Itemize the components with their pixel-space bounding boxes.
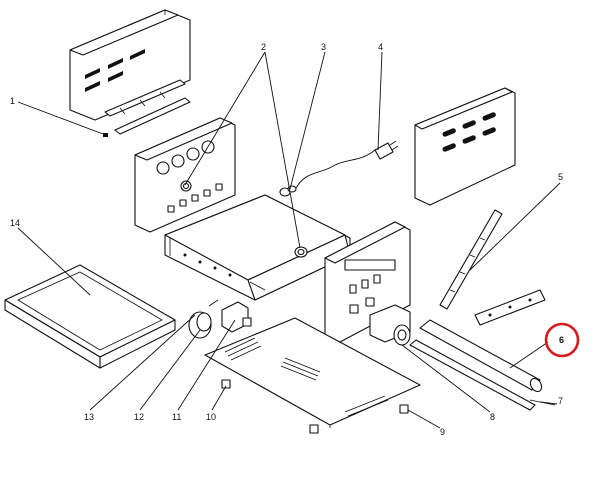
screw [103, 133, 108, 137]
cord-connector [279, 185, 297, 197]
callout-8: 8 [490, 412, 495, 422]
rail-strips [104, 79, 191, 135]
callout-11: 11 [172, 412, 181, 422]
tube-assembly [409, 319, 556, 411]
callout-14: 14 [10, 218, 20, 228]
callout-1: 1 [10, 96, 15, 106]
base-plate [204, 317, 421, 428]
vent-slots [224, 337, 389, 417]
fan-motor [369, 304, 411, 346]
callout-7: 7 [558, 396, 563, 406]
leader-lines [17, 51, 561, 429]
callout-3: 3 [321, 42, 326, 52]
callout-10: 10 [206, 412, 216, 422]
callout-9: 9 [440, 427, 445, 437]
callout-6: 6 [559, 335, 564, 345]
highlight-ring-6 [544, 322, 580, 358]
drip-tray [4, 264, 176, 369]
callout-labels: 1 2 3 4 5 6 7 8 9 10 11 12 13 14 [10, 42, 564, 437]
heating-strip [439, 209, 503, 310]
main-housing [164, 194, 351, 301]
callout-2: 2 [261, 42, 266, 52]
feet [221, 379, 409, 434]
bracket-plate [474, 289, 546, 326]
callout-5: 5 [558, 172, 563, 182]
power-cord [294, 140, 399, 191]
callout-4: 4 [378, 42, 383, 52]
front-control-panel [134, 117, 236, 233]
callout-12: 12 [134, 412, 144, 422]
grommet [294, 246, 308, 258]
callout-13: 13 [84, 412, 94, 422]
thermostat-switch [221, 301, 252, 333]
control-knob [188, 299, 219, 339]
vented-side-panel [414, 87, 516, 206]
